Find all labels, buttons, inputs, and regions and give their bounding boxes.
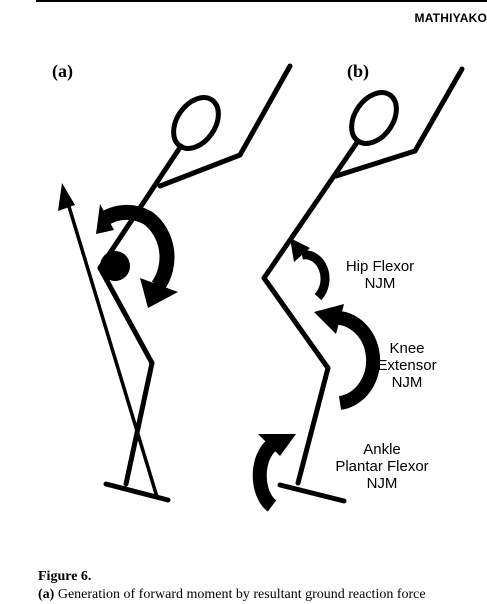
foot-b	[277, 482, 347, 504]
running-head: MATHIYAKO	[414, 11, 487, 25]
hip-flexor-label: Hip Flexor NJM	[334, 258, 426, 292]
hip-label-line-2: NJM	[364, 275, 396, 292]
arm-a	[157, 63, 293, 189]
shank-a	[123, 360, 155, 487]
shank-b	[295, 365, 331, 486]
hip-flexor-arrow	[290, 238, 330, 301]
stick-figure-b	[261, 66, 465, 504]
panel-label-a: (a)	[52, 61, 73, 81]
head-b	[349, 90, 399, 146]
top-rule	[36, 0, 487, 2]
ankle-label-line-3: NJM	[366, 475, 398, 492]
forward-moment-arrow	[96, 204, 178, 308]
knee-label-line-3: NJM	[391, 374, 423, 391]
ankle-label-line-1: Ankle	[363, 441, 401, 458]
knee-extensor-label: Knee Extensor NJM	[372, 340, 442, 391]
knee-label-line-1: Knee	[389, 340, 425, 357]
caption-panel-tag: (a)	[38, 587, 55, 602]
ankle-label-line-2: Plantar Flexor	[335, 458, 429, 475]
foot-a	[103, 481, 171, 503]
hip-joint-a	[100, 251, 130, 281]
knee-extensor-arrow	[314, 304, 381, 410]
head-a	[171, 95, 221, 151]
thigh-a	[97, 265, 155, 366]
caption-text: Generation of forward moment by resultan…	[57, 587, 426, 602]
trunk-b	[261, 138, 361, 281]
figure-illustration	[58, 63, 465, 512]
figure-caption: Figure 6. (a) Generation of forward mome…	[38, 568, 487, 604]
hip-label-line-1: Hip Flexor	[345, 258, 415, 275]
figure: (a) (b) Hip Flexor NJM Knee Extensor NJM…	[52, 61, 465, 512]
thigh-b	[261, 275, 331, 371]
caption-line: (a) Generation of forward moment by resu…	[38, 586, 487, 604]
knee-label-line-2: Extensor	[377, 357, 437, 374]
caption-title: Figure 6.	[38, 569, 92, 584]
ankle-plantar-flexor-label: Ankle Plantar Flexor NJM	[322, 441, 442, 492]
grf-vector	[58, 183, 159, 498]
arm-b	[333, 66, 465, 179]
ankle-plantar-flexor-arrow	[252, 434, 296, 512]
panel-label-b: (b)	[347, 61, 369, 81]
